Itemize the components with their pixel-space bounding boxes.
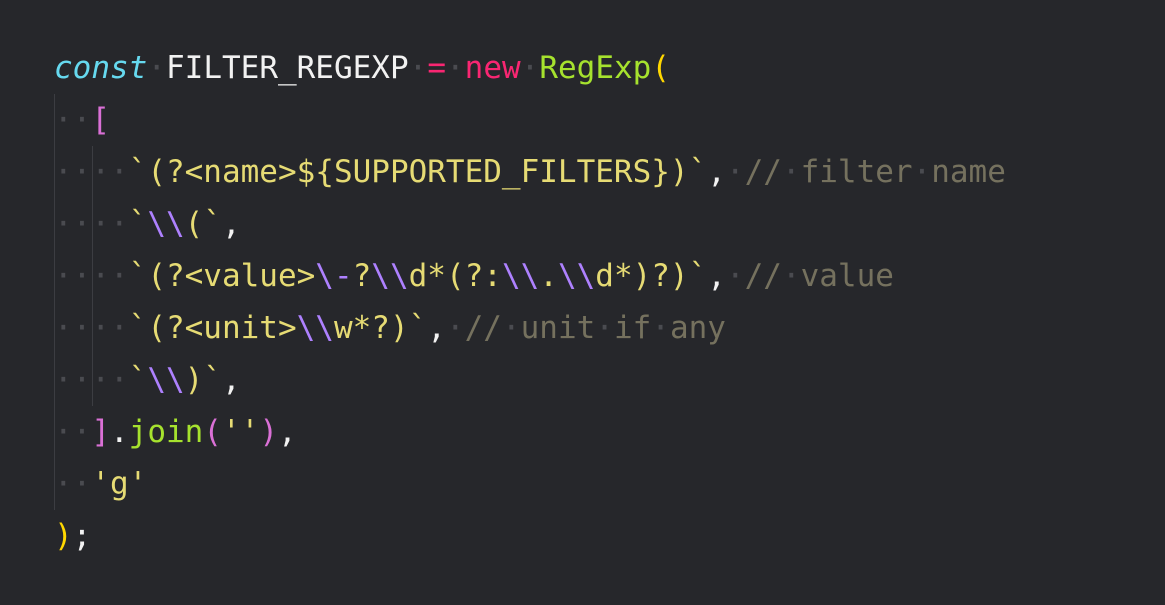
code-token: ] [91, 414, 110, 450]
whitespace-marker: ·· [54, 466, 92, 502]
code-line[interactable]: ····`\\(`, [54, 198, 1006, 250]
code-token: ` [128, 362, 148, 398]
whitespace-marker: · [781, 154, 801, 190]
whitespace-marker: ···· [54, 258, 129, 294]
code-token: '' [222, 414, 260, 450]
code-token: any [669, 310, 726, 346]
code-line[interactable]: ··'g' [54, 458, 1006, 510]
code-token: , [278, 414, 297, 450]
code-line[interactable]: ··[ [54, 94, 1006, 146]
code-token: new [464, 50, 521, 86]
code-token: ) [259, 414, 278, 450]
code-token: // [744, 258, 782, 294]
code-token: 'g' [91, 466, 148, 502]
whitespace-marker: ·· [54, 102, 92, 138]
whitespace-marker: · [445, 50, 465, 86]
code-token: ( [651, 50, 670, 86]
code-token: = [427, 50, 446, 86]
code-token: , [221, 206, 241, 242]
code-token: ( [203, 414, 222, 450]
code-token: \\ [501, 258, 540, 294]
code-token: value [800, 258, 894, 294]
code-token: , [221, 362, 241, 398]
whitespace-marker: ···· [54, 362, 129, 398]
whitespace-marker: · [912, 154, 932, 190]
code-line[interactable]: ····`(?<value>\-?\\d*(?:\\.\\d*)?)`,·//·… [54, 250, 1006, 302]
code-line[interactable]: ····`\\)`, [54, 354, 1006, 406]
code-token: // [464, 310, 502, 346]
code-token: \\ [557, 258, 596, 294]
whitespace-marker: ···· [54, 154, 129, 190]
code-token: [ [91, 102, 110, 138]
whitespace-marker: · [781, 258, 801, 294]
code-token: d*(?: [408, 258, 502, 294]
code-token: ` [128, 206, 148, 242]
code-token: `(?<name>${SUPPORTED_FILTERS})` [128, 154, 708, 190]
code-token: join [128, 414, 204, 450]
code-token: . [110, 414, 129, 450]
whitespace-marker: ···· [54, 206, 129, 242]
code-token: `(?<value> [128, 258, 316, 294]
code-token: d*)?)` [595, 258, 708, 294]
code-token: const [54, 50, 148, 86]
code-token: ; [72, 518, 92, 554]
code-token: w*?)` [333, 310, 428, 346]
code-line[interactable]: ····`(?<unit>\\w*?)`,·//·unit·if·any [54, 302, 1006, 354]
code-token: \- [315, 258, 353, 294]
code-token: \\ [371, 258, 409, 294]
code-token: unit [520, 310, 596, 346]
code-token: FILTER_REGEXP [166, 50, 409, 86]
whitespace-marker: · [651, 310, 670, 346]
code-token: )` [184, 362, 222, 398]
code-block[interactable]: const·FILTER_REGEXP·=·new·RegExp(··[····… [54, 42, 1006, 562]
code-token: if [613, 310, 652, 346]
indent-guide-inner [92, 146, 93, 406]
whitespace-marker: · [725, 154, 745, 190]
code-token: \\ [147, 206, 185, 242]
code-token: . [539, 258, 558, 294]
code-token: `(?<unit> [128, 310, 297, 346]
code-token: \\ [296, 310, 334, 346]
whitespace-marker: ···· [54, 310, 129, 346]
code-token: filter [800, 154, 913, 190]
whitespace-marker: · [445, 310, 465, 346]
code-token: \\ [147, 362, 185, 398]
whitespace-marker: ·· [54, 414, 92, 450]
whitespace-marker: · [725, 258, 745, 294]
code-line[interactable]: ); [54, 510, 1006, 562]
code-token: ) [54, 518, 73, 554]
code-token: (` [184, 206, 222, 242]
code-token: , [707, 154, 726, 190]
whitespace-marker: · [408, 50, 428, 86]
whitespace-marker: · [147, 50, 166, 86]
whitespace-marker: · [595, 310, 614, 346]
indent-guide-outer [54, 94, 55, 510]
code-token: name [931, 154, 1006, 190]
code-line[interactable]: const·FILTER_REGEXP·=·new·RegExp( [54, 42, 1006, 94]
code-token: // [744, 154, 782, 190]
code-line[interactable]: ··].join(''), [54, 406, 1006, 458]
whitespace-marker: · [520, 50, 540, 86]
code-token: , [707, 258, 726, 294]
code-line[interactable]: ····`(?<name>${SUPPORTED_FILTERS})`,·//·… [54, 146, 1006, 198]
code-token: , [427, 310, 446, 346]
code-token: RegExp [539, 50, 652, 86]
code-token: ? [352, 258, 372, 294]
whitespace-marker: · [501, 310, 521, 346]
